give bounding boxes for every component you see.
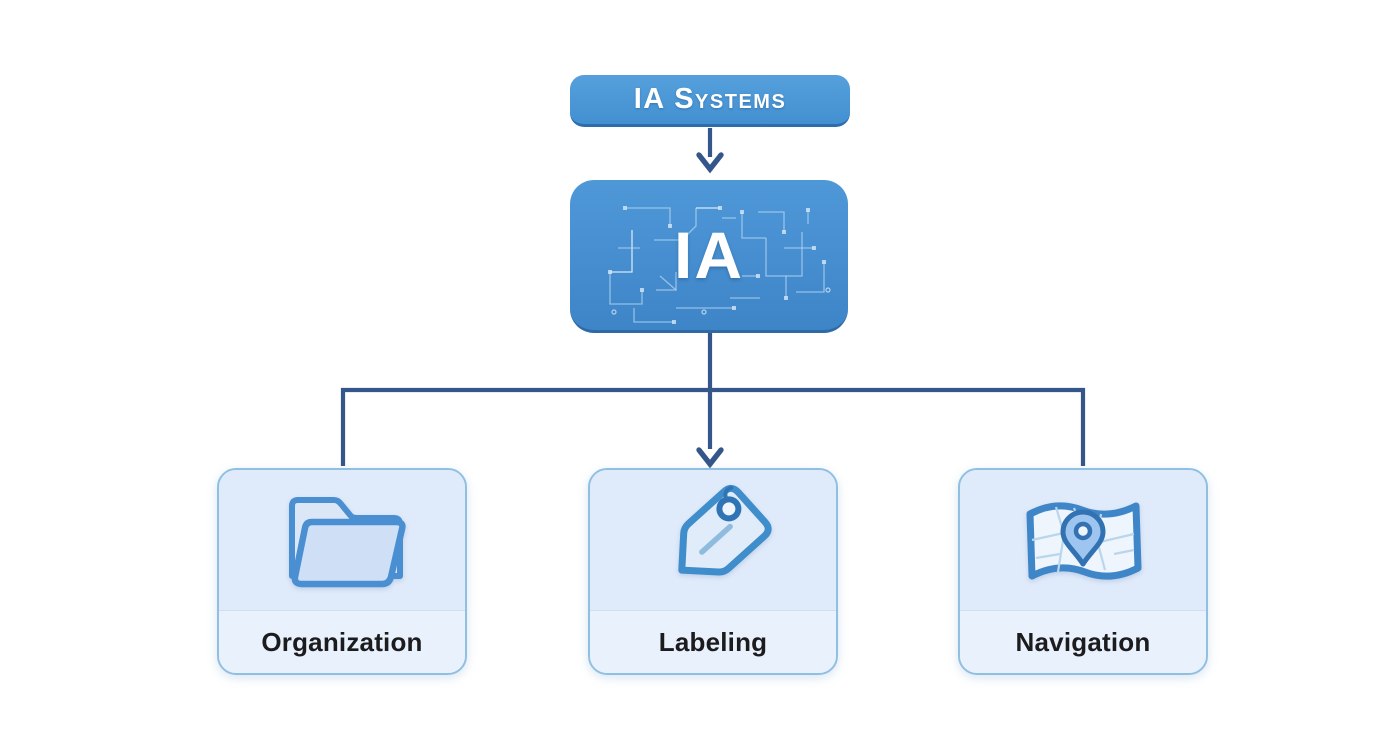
center-node-label: IA: [674, 218, 744, 292]
navigation-icon-area: [960, 470, 1206, 611]
labeling-icon-area: [590, 470, 836, 611]
arrowhead-middle-icon: [696, 447, 724, 469]
root-node-ia-systems: IA Systems: [570, 75, 850, 127]
child-node-label: Organization: [261, 626, 423, 657]
circuit-pattern-icon: [608, 206, 831, 324]
child-node-label: Navigation: [1015, 626, 1151, 657]
map-icon: [1026, 502, 1142, 580]
labeling-label-area: Labeling: [590, 611, 836, 673]
organization-label-area: Organization: [219, 611, 465, 673]
navigation-label-area: Navigation: [960, 611, 1206, 673]
child-node-label: Labeling: [658, 626, 768, 657]
child-node-organization: Organization: [217, 468, 467, 675]
organization-icon-area: [219, 470, 465, 611]
child-node-navigation: Navigation: [958, 468, 1208, 675]
arrowhead-center-icon: [696, 152, 724, 174]
center-node-ia: IA: [570, 180, 848, 333]
root-node-label: IA Systems: [633, 83, 787, 115]
child-node-labeling: Labeling: [588, 468, 838, 675]
connector-branch-rail: [340, 387, 1086, 466]
folder-icon: [289, 497, 406, 588]
tag-icon: [678, 484, 772, 576]
